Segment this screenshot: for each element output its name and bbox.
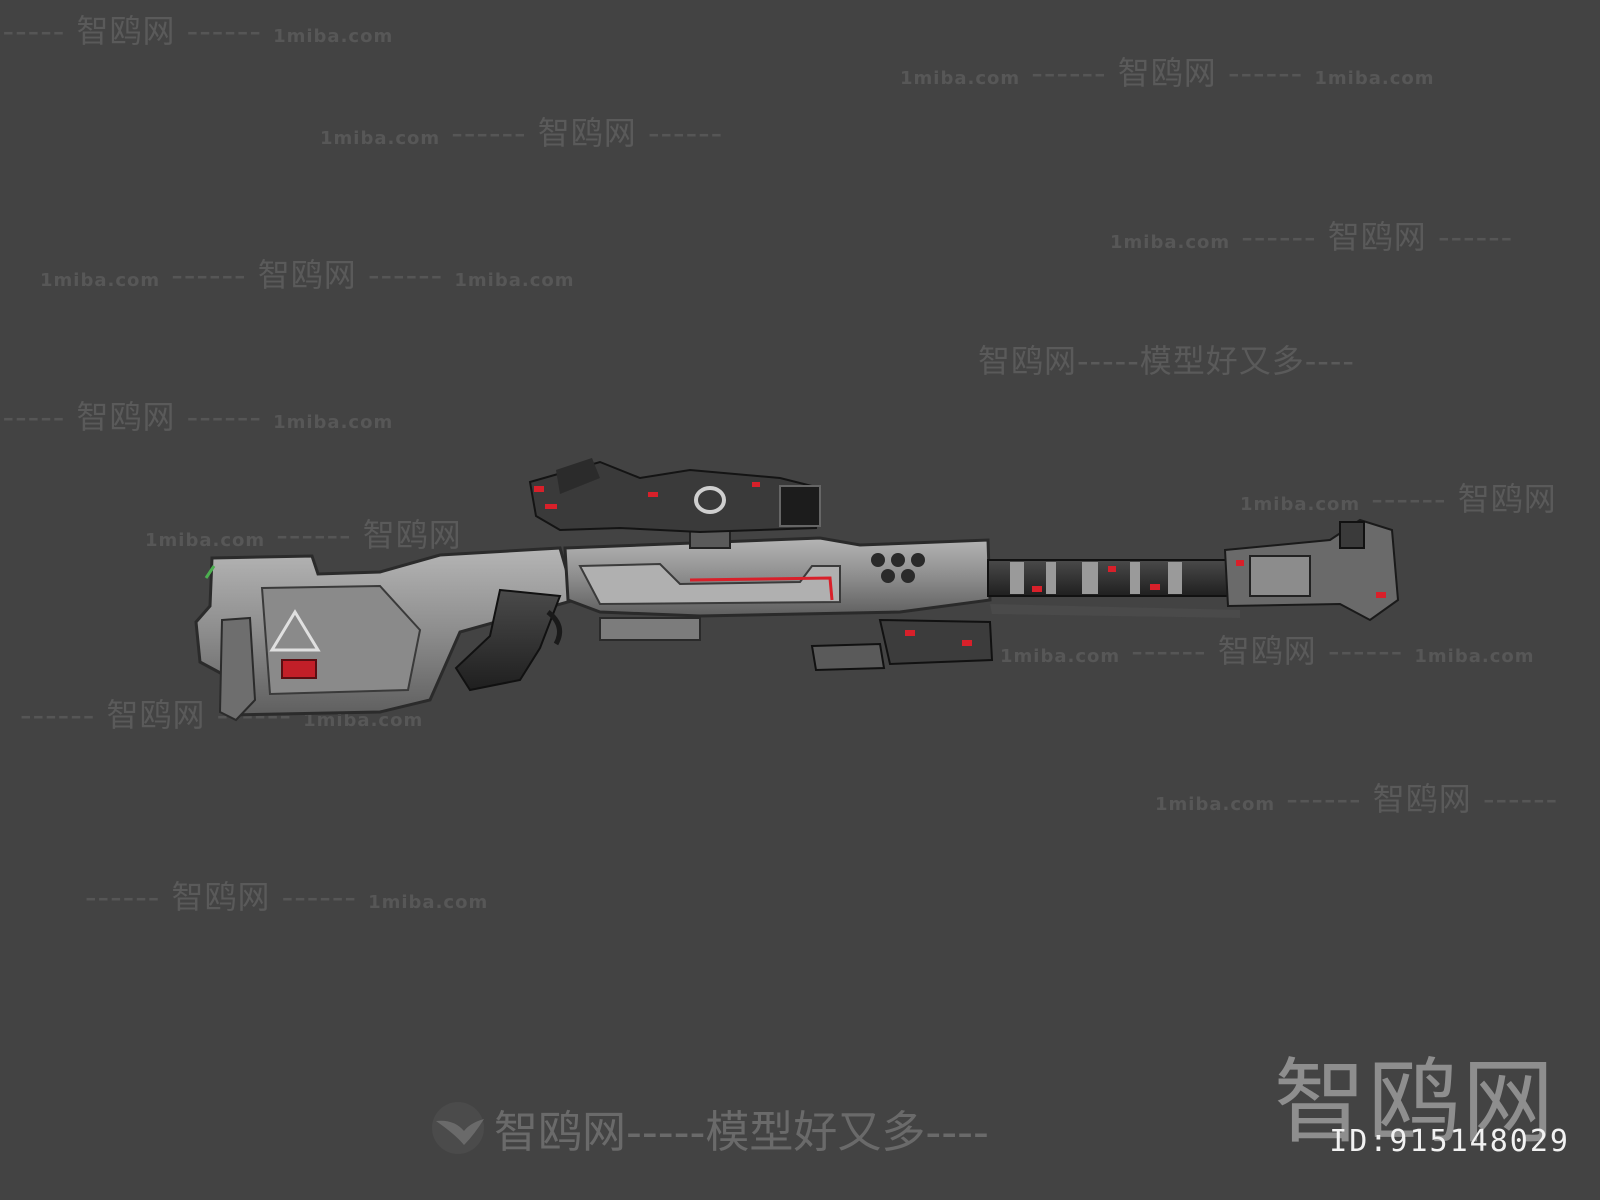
watermark-1: ------ 智鸥网 ------ 1miba.com <box>0 6 393 52</box>
rifle-muzzle <box>1223 518 1400 622</box>
watermark-3: 1miba.com ------ 智鸥网 ------ <box>320 108 723 154</box>
watermark-dash: ------ <box>85 878 161 916</box>
watermark-dash: ------ <box>647 114 724 152</box>
watermark-url: 1miba.com <box>1000 646 1121 667</box>
watermark-dash: ------ <box>20 696 96 734</box>
watermark-url: 1miba.com <box>454 270 575 291</box>
receiver-holes <box>871 553 925 583</box>
watermark-url: 1miba.com <box>1314 68 1435 89</box>
watermark-brand: 智鸥网 <box>362 516 462 554</box>
bird-logo-icon <box>432 1102 484 1154</box>
watermark-url: 1miba.com <box>900 68 1021 89</box>
brand-logo-text: 智鸥网 <box>1273 1049 1556 1156</box>
watermark-brand: 智鸥网 <box>76 398 176 436</box>
watermark-8: 1miba.com ------ 智鸥网 <box>145 510 462 556</box>
watermark-url: 1miba.com <box>320 128 441 149</box>
watermark-dash: ------ <box>1437 218 1514 256</box>
rifle-receiver <box>563 523 992 641</box>
watermark-brand: 智鸥网 <box>1327 218 1427 256</box>
rifle-grip <box>454 588 563 692</box>
watermark-url: 1miba.com <box>145 530 266 551</box>
watermark-dash: ------ <box>186 398 262 436</box>
watermark-dash: ------ <box>1241 218 1317 256</box>
rifle-barrel <box>987 559 1229 597</box>
watermark-brand: 智鸥网 <box>106 696 206 734</box>
watermark-dash: ------ <box>1031 54 1107 92</box>
bottom-slogan-text: 智鸥网-----模型好又多---- <box>494 1107 989 1158</box>
watermark-brand: 智鸥网 <box>1457 480 1557 518</box>
asset-id: ID:915148029 <box>1329 1124 1570 1159</box>
rifle-scope <box>528 458 822 534</box>
watermark-url: 1miba.com <box>40 270 161 291</box>
watermark-6: ------ 智鸥网 ------ 1miba.com <box>0 392 393 438</box>
watermark-dash: ------ <box>1371 480 1447 518</box>
watermark-brand: 智鸥网 <box>1217 632 1317 670</box>
watermark-brand: 智鸥网 <box>257 256 357 294</box>
watermark-9: 1miba.com ------ 智鸥网 ------ 1miba.com <box>1000 626 1535 672</box>
watermark-url: 1miba.com <box>1155 794 1276 815</box>
watermark-slogan: 智鸥网-----模型好又多---- <box>978 342 1355 380</box>
watermark-5: 1miba.com ------ 智鸥网 ------ 1miba.com <box>40 250 575 296</box>
watermark-slogan-top: 智鸥网-----模型好又多---- <box>978 336 1355 382</box>
watermark-4: 1miba.com ------ 智鸥网 ------ <box>1110 212 1513 258</box>
watermark-dash: ------ <box>281 878 357 916</box>
watermark-dash: ------ <box>1327 632 1404 670</box>
watermark-dash: ------ <box>1131 632 1207 670</box>
watermark-dash: ------ <box>0 398 66 436</box>
watermark-url: 1miba.com <box>273 412 394 433</box>
watermark-dash: ------ <box>186 12 262 50</box>
rifle-stock <box>194 546 577 722</box>
watermark-dash: ------ <box>171 256 247 294</box>
watermark-brand: 智鸥网 <box>1372 780 1472 818</box>
watermark-2: 1miba.com ------ 智鸥网 ------ 1miba.com <box>900 48 1435 94</box>
watermark-url: 1miba.com <box>1240 494 1361 515</box>
watermark-brand: 智鸥网 <box>537 114 637 152</box>
watermark-dash: ------ <box>451 114 527 152</box>
watermark-dash: ------ <box>367 256 444 294</box>
watermark-brand: 智鸥网 <box>171 878 271 916</box>
watermark-url: 1miba.com <box>1110 232 1231 253</box>
watermark-dash: ------ <box>1286 780 1362 818</box>
watermark-7: 1miba.com ------ 智鸥网 <box>1240 474 1557 520</box>
watermark-12: ------ 智鸥网 ------ 1miba.com <box>85 872 488 918</box>
watermark-url: 1miba.com <box>303 710 424 731</box>
watermark-url: 1miba.com <box>368 892 489 913</box>
bottom-slogan: 智鸥网-----模型好又多---- <box>430 1096 989 1160</box>
watermark-11: 1miba.com ------ 智鸥网 ------ <box>1155 774 1558 820</box>
watermark-dash: ------ <box>0 12 66 50</box>
watermark-brand: 智鸥网 <box>76 12 176 50</box>
rifle-bipod <box>810 604 1240 672</box>
watermark-url: 1miba.com <box>273 26 394 47</box>
watermark-url: 1miba.com <box>1414 646 1535 667</box>
watermark-brand: 智鸥网 <box>1117 54 1217 92</box>
watermark-dash: ------ <box>1227 54 1304 92</box>
watermark-dash: ------ <box>276 516 352 554</box>
watermark-dash: ------ <box>1482 780 1559 818</box>
